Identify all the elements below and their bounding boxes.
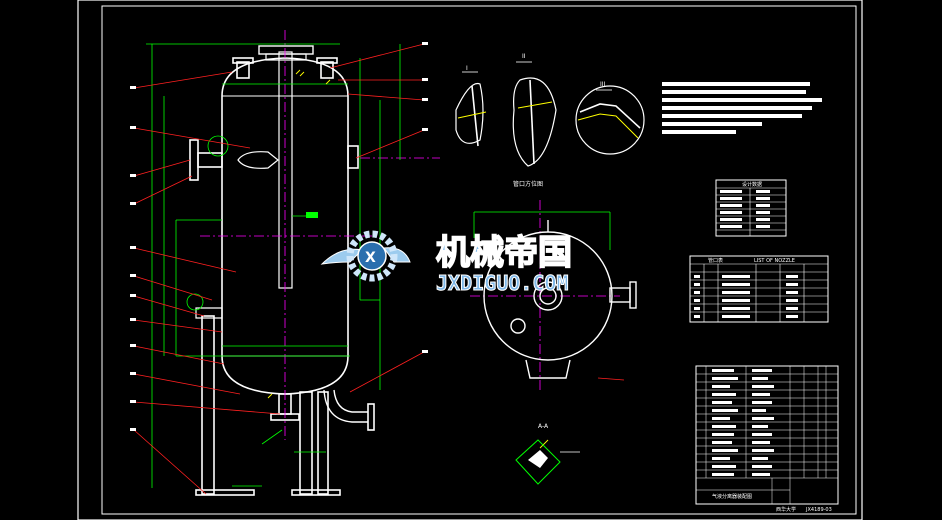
technical-notes [662,82,822,134]
nozzle-orientation-view [483,220,637,379]
design-data-table: 设计数据 [715,179,787,237]
vessel-elevation [189,45,375,496]
title-block-school: 西华大学 [776,506,796,513]
detail-view-I: I [455,65,487,147]
svg-text:X: X [365,250,376,266]
nozzle-table-title: LIST OF NOZZLE [754,258,795,264]
detail-label-II: II [522,53,526,60]
nozzle-table-caption: 管口表 [708,257,723,264]
gear-wings-logo-icon: X [320,230,411,282]
green-callout-tag [306,212,318,218]
nozzle-table: 管口表 LIST OF NOZZLE [689,255,829,323]
detail-label-I: I [466,65,468,72]
part-number-marks [130,42,428,431]
section-A-A: A-A [515,423,580,485]
detail-label-III: III [600,81,606,88]
leader-lines [133,43,625,495]
outer-frame [77,0,863,520]
weld-hatching [267,69,549,449]
watermark-cn: 机械帝国 [436,233,572,273]
watermark: X 机械帝国 JXDIGUO.COM [320,230,573,296]
title-block-name: 气液分离器装配图 [712,493,752,500]
parts-list: 气液分离器装配图 西华大学 JX4189-03 [695,365,839,513]
watermark-en: JXDIGUO.COM [436,271,568,295]
design-table-title: 设计数据 [742,181,762,188]
detail-view-III: III [575,81,645,155]
drawing-number: JX4189-03 [805,507,832,513]
view-caption: 管口方位图 [513,180,543,188]
detail-view-II: II [512,53,557,167]
section-label-AA: A-A [538,423,549,430]
inner-frame [101,5,857,515]
